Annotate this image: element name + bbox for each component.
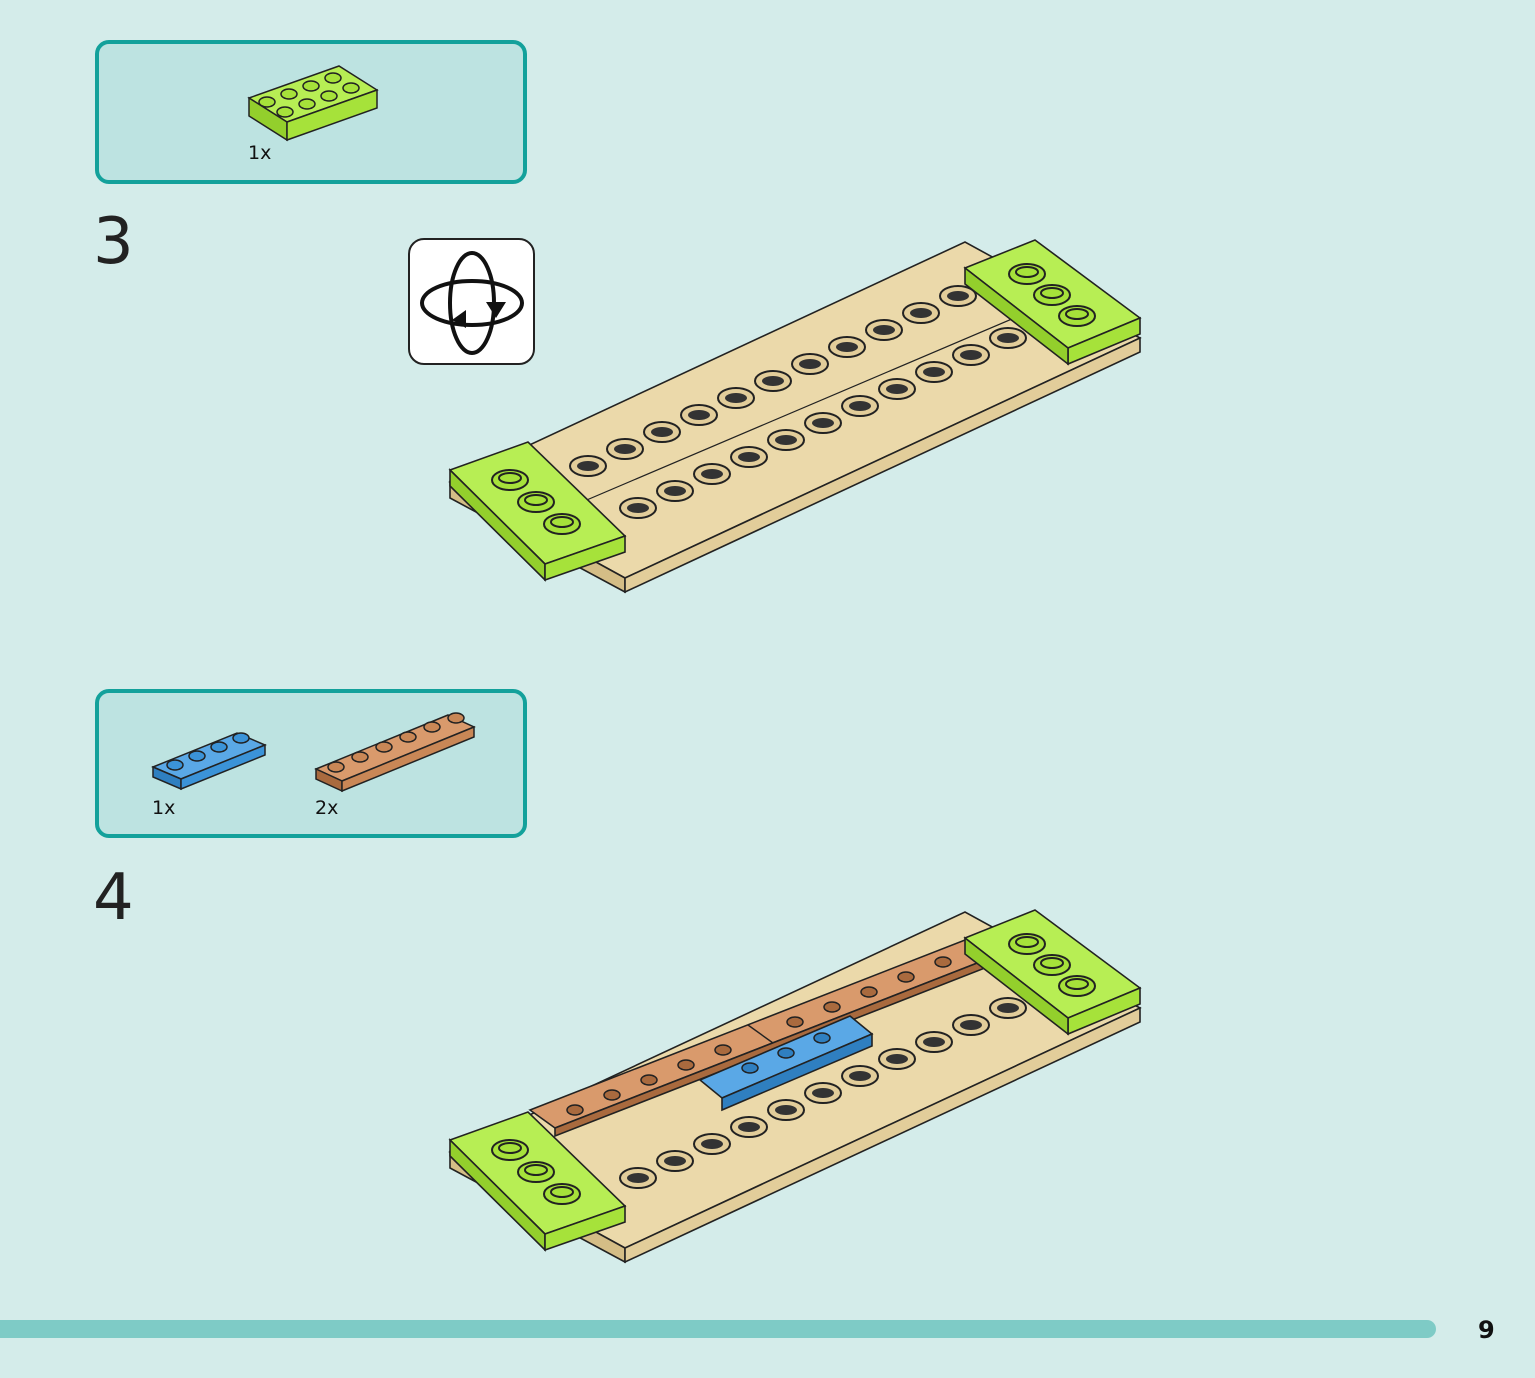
rotate-model-icon [408,238,535,365]
step-4-assembly [448,909,1142,1264]
part-quantity: 1x [248,142,272,164]
parts-box-step-3: 1x [95,40,527,184]
step-number-4: 4 [93,861,134,935]
part-quantity: 1x [152,797,176,819]
footer-bar [0,1320,1436,1338]
part-quantity: 2x [315,797,339,819]
brown-plate-1x6-icon [314,712,476,793]
parts-box-step-4: 1x 2x [95,689,527,838]
blue-plate-1x4-icon [151,732,267,791]
lime-plate-2x4-icon [247,65,379,142]
step-3-assembly [448,239,1142,594]
step-number-3: 3 [93,205,134,279]
page-number: 9 [1478,1316,1495,1344]
